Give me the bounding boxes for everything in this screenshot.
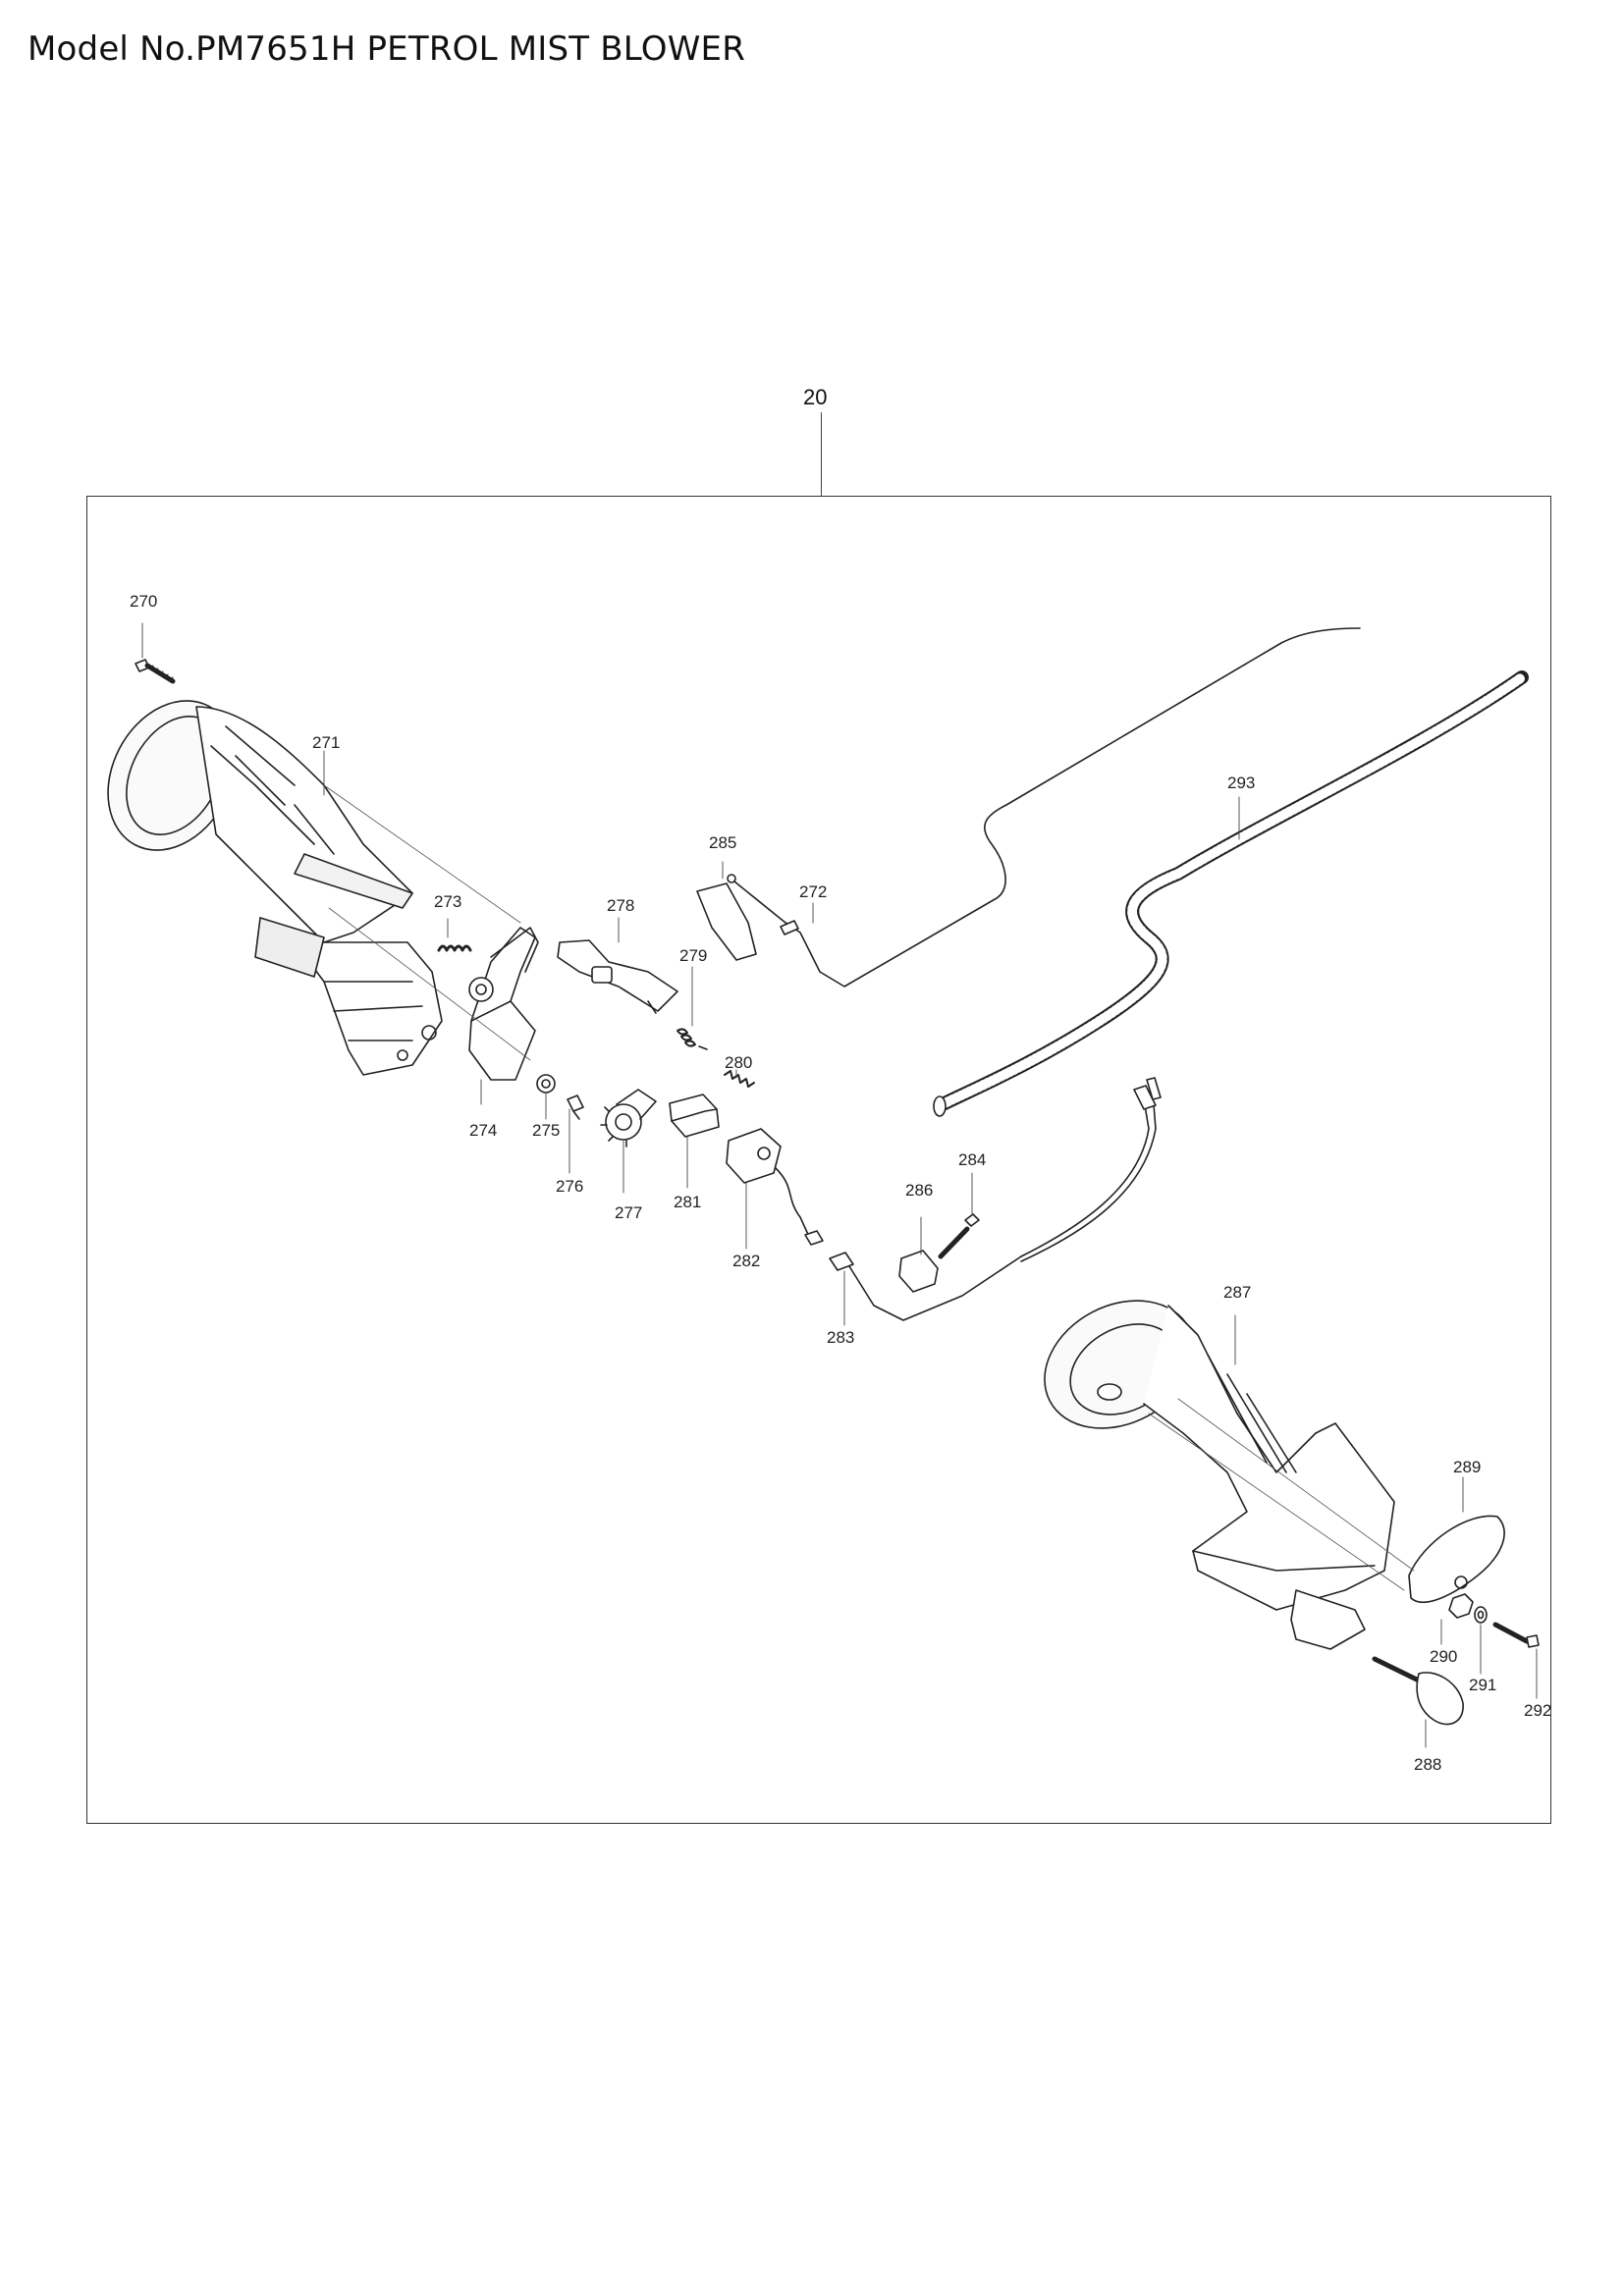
label-290: 290	[1430, 1647, 1457, 1666]
group-leader-line	[821, 412, 822, 497]
label-293: 293	[1227, 774, 1255, 792]
label-277: 277	[615, 1203, 642, 1222]
part-278-lock-lever	[557, 939, 678, 1014]
part-286-cord-clamp	[898, 1250, 939, 1293]
part-280-spring	[724, 1070, 755, 1088]
assembly-group-number: 20	[803, 385, 828, 409]
label-270: 270	[130, 592, 157, 611]
stop-switch-wire	[1020, 1077, 1162, 1262]
label-278: 278	[607, 896, 634, 915]
label-281: 281	[674, 1193, 701, 1211]
part-289-handle-cover	[1408, 1515, 1505, 1603]
part-288-knob-bolt	[1372, 1656, 1464, 1726]
label-292: 292	[1524, 1701, 1551, 1720]
part-272-throttle-cable	[780, 627, 1361, 988]
label-289: 289	[1453, 1458, 1481, 1476]
label-275: 275	[532, 1121, 560, 1140]
assembly-guide-lines	[323, 784, 1415, 1591]
part-281-stop-button	[669, 1094, 720, 1138]
label-280: 280	[725, 1053, 752, 1072]
part-290-nut	[1448, 1593, 1474, 1619]
label-276: 276	[556, 1177, 583, 1196]
part-293-corrugated-hose	[933, 670, 1529, 1117]
part-number-labels: 270 271 272 273 274 275 276 277 278 279 …	[130, 592, 1551, 1774]
part-274-throttle-trigger	[468, 927, 539, 1081]
part-284-screw	[938, 1213, 980, 1259]
part-291-washer	[1474, 1606, 1488, 1624]
part-276-clip	[567, 1095, 584, 1120]
label-284: 284	[958, 1150, 986, 1169]
part-285-cable-holder	[696, 874, 786, 961]
label-291: 291	[1469, 1676, 1496, 1694]
part-273-spring	[437, 944, 472, 952]
part-271-handle-housing	[107, 700, 443, 1076]
label-leader-lines	[141, 622, 1538, 1748]
page-title: Model No.PM7651H PETROL MIST BLOWER	[27, 29, 746, 69]
label-285: 285	[709, 833, 736, 852]
label-283: 283	[827, 1328, 854, 1347]
part-270-screw	[135, 659, 176, 684]
part-283-connector	[829, 1252, 1022, 1321]
part-275-bushing	[536, 1074, 556, 1094]
label-286: 286	[905, 1181, 933, 1200]
label-282: 282	[732, 1252, 760, 1270]
part-292-screw	[1492, 1622, 1540, 1648]
label-272: 272	[799, 882, 827, 901]
label-288: 288	[1414, 1755, 1441, 1774]
label-279: 279	[679, 946, 707, 965]
part-279-spring	[677, 1028, 708, 1050]
part-277-switch-knob	[600, 1089, 657, 1148]
part-287-rear-handle	[1044, 1300, 1395, 1650]
label-273: 273	[434, 892, 461, 911]
part-282-stop-switch	[726, 1128, 824, 1246]
label-274: 274	[469, 1121, 497, 1140]
diagram-frame	[86, 496, 1551, 1824]
label-287: 287	[1223, 1283, 1251, 1302]
label-271: 271	[312, 733, 340, 752]
